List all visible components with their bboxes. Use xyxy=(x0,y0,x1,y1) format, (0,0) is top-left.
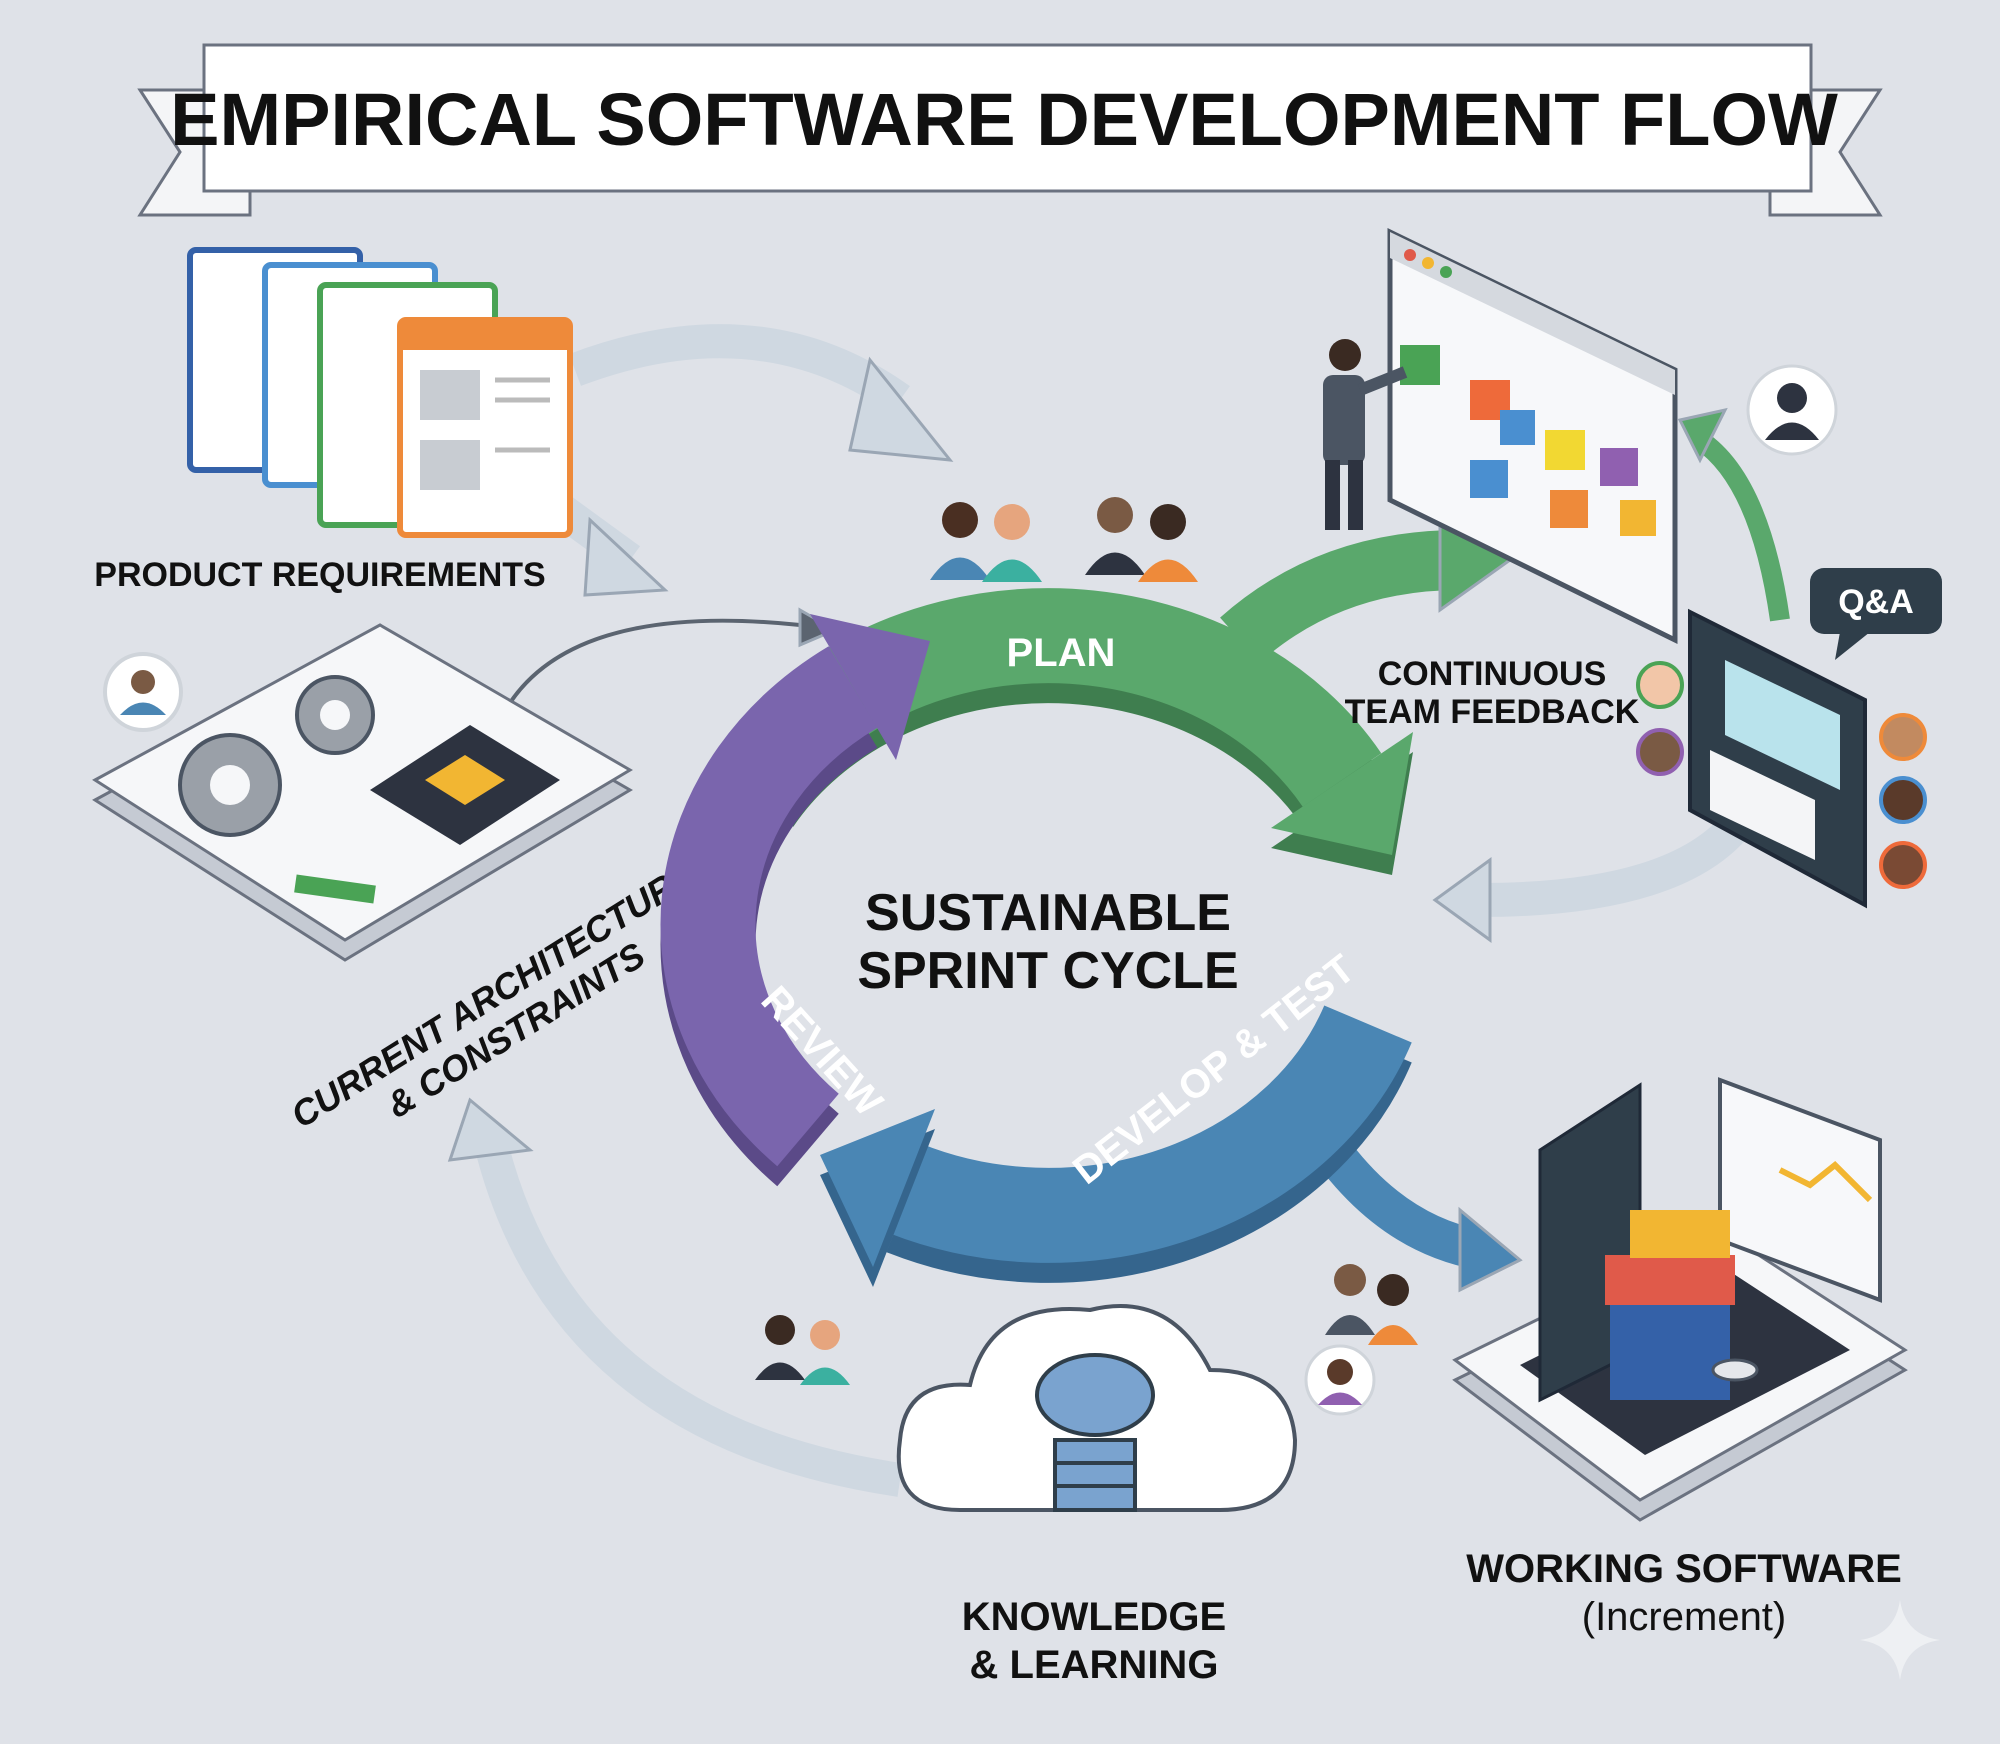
qa-label: Q&A xyxy=(1838,583,1914,621)
chat-window-icon xyxy=(1688,608,1867,909)
knowledge-team-avatars-icon xyxy=(755,1315,850,1385)
knowledge-label-line1: KNOWLEDGE xyxy=(962,1595,1226,1639)
team-avatars-icon xyxy=(930,497,1198,582)
page-title: EMPIRICAL SOFTWARE DEVELOPMENT FLOW xyxy=(170,78,1838,161)
software-label-line1: WORKING SOFTWARE xyxy=(1466,1547,1902,1591)
sparkle-icon xyxy=(1860,1600,1940,1680)
develop-test-arrow xyxy=(820,1004,1412,1287)
cycle-center-line2: SPRINT CYCLE xyxy=(857,942,1238,1000)
qa-speech-bubble: Q&A xyxy=(1810,568,1942,660)
title-banner: EMPIRICAL SOFTWARE DEVELOPMENT FLOW xyxy=(137,43,1883,217)
sprint-cycle: PLAN DEVELOP & TEST REVIEW SUSTAINABLE S… xyxy=(660,588,1413,1287)
plan-label: PLAN xyxy=(1007,631,1116,675)
cycle-center-line1: SUSTAINABLE xyxy=(865,884,1231,942)
architecture-team-avatar xyxy=(103,652,183,732)
flow-arrows xyxy=(447,324,1790,1497)
feedback-label-line1: CONTINUOUS xyxy=(1378,655,1607,693)
presenter-person-icon xyxy=(1323,339,1408,530)
user-avatar-icon xyxy=(1746,364,1838,456)
feedback-avatars-icon xyxy=(1636,661,1927,889)
kanban-board-icon xyxy=(1387,228,1678,645)
architecture-platform-icon xyxy=(92,623,633,962)
knowledge-label-line2: & LEARNING xyxy=(970,1643,1219,1687)
feedback-label-line2: TEAM FEEDBACK xyxy=(1345,693,1640,731)
knowledge-cloud-icon xyxy=(896,1304,1298,1512)
software-label-line2: (Increment) xyxy=(1582,1595,1787,1639)
requirements-documents-icon xyxy=(187,247,573,538)
working-software-icon xyxy=(1452,1077,1908,1522)
review-arrow xyxy=(660,614,930,1187)
software-team-avatars-icon xyxy=(1304,1264,1418,1416)
requirements-label: PRODUCT REQUIREMENTS xyxy=(94,556,545,594)
